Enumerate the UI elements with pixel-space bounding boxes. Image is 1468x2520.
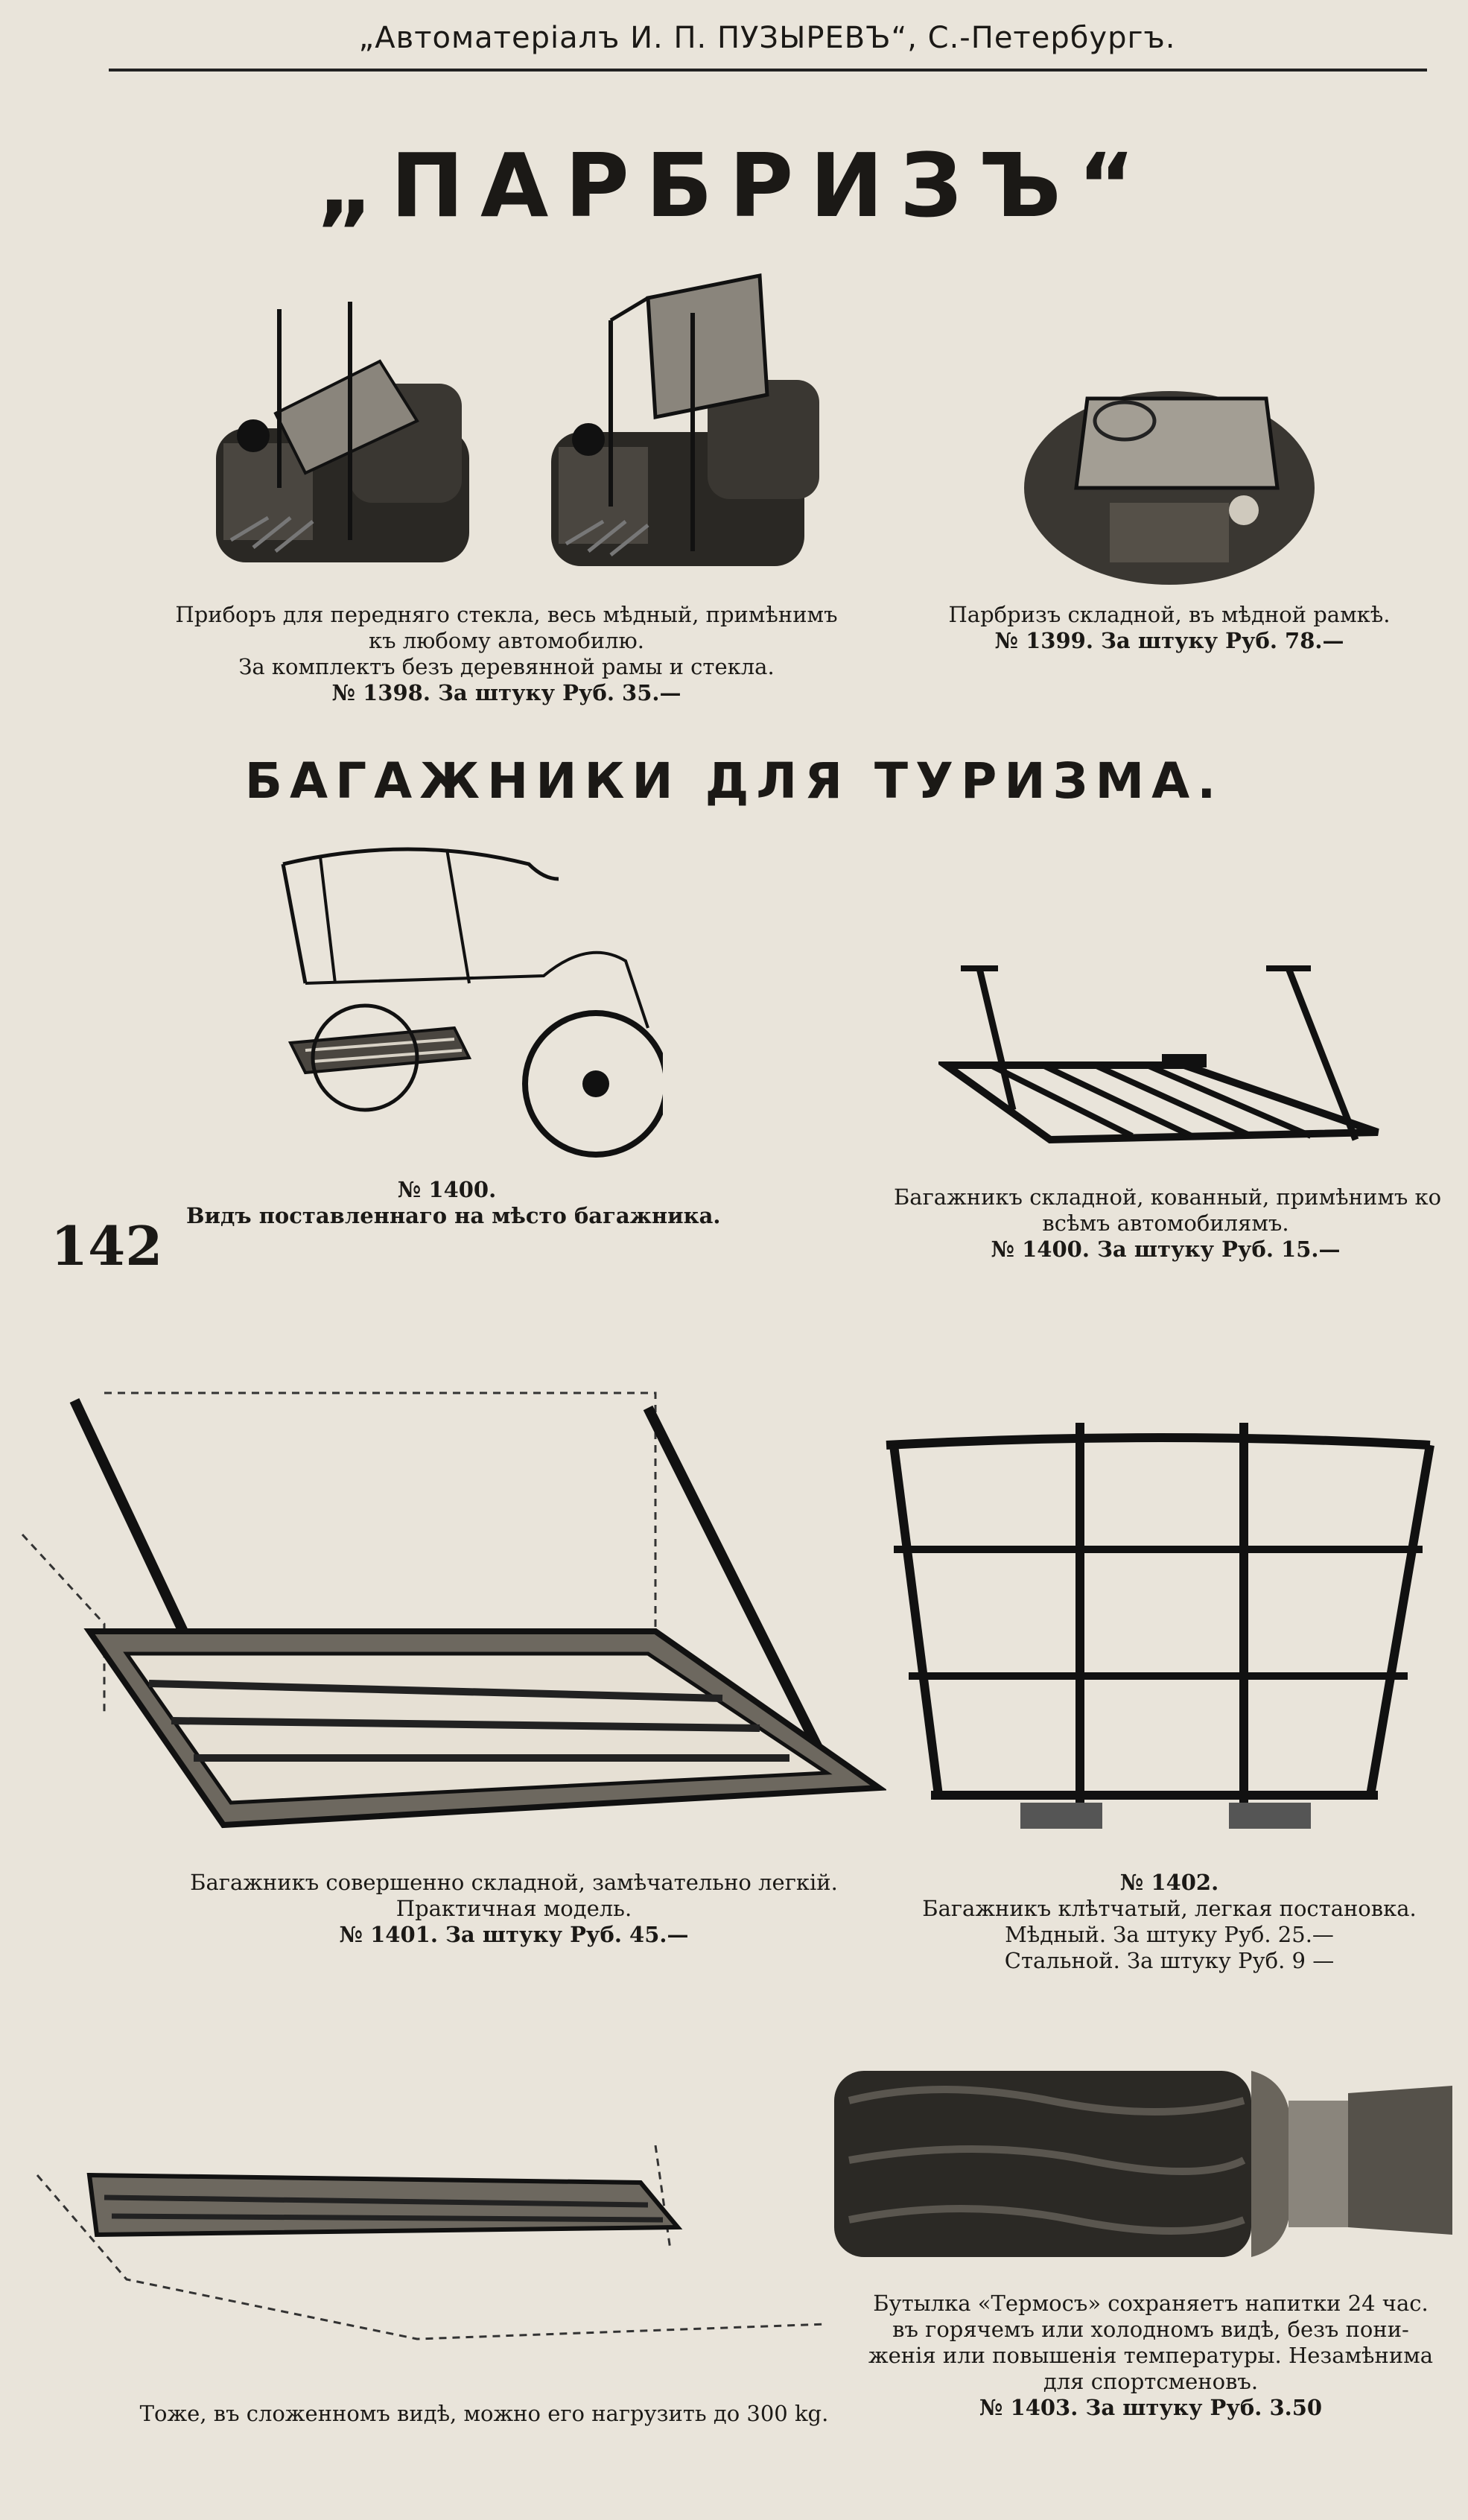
header-rule xyxy=(109,69,1427,72)
caption-line: въ горячемъ или холодномъ видѣ, безъ пон… xyxy=(892,2317,1409,2342)
price-line: № 1401. За штуку Руб. 45.— xyxy=(339,1922,689,1947)
caption-item-1399: Парбризъ складной, въ мѣдной рамкѣ. № 13… xyxy=(909,602,1430,654)
lattice-rack-illustration xyxy=(879,1415,1445,1847)
caption-item-1402: № 1402. Багажникъ клѣтчатый, легкая пост… xyxy=(916,1870,1423,1974)
price-line: № 1400. За штуку Руб. 15.— xyxy=(991,1237,1341,1262)
price-line: № 1399. За штуку Руб. 78.— xyxy=(994,628,1344,653)
windshield-fitting-illustration-lowered xyxy=(201,294,484,577)
caption-line: женія или повышенія температуры. Незамѣн… xyxy=(868,2343,1434,2368)
caption-line: всѣмъ автомобилямъ. xyxy=(1042,1210,1289,1236)
item-number: № 1400. xyxy=(397,1177,497,1202)
caption-line: Бутылка «Термосъ» сохраняетъ напитки 24 … xyxy=(873,2291,1429,2316)
caption-item-1400: Багажникъ складной, кованный, примѣнимъ … xyxy=(894,1184,1442,1263)
caption-line: Багажникъ складной, кованный, примѣнимъ … xyxy=(894,1184,1442,1210)
caption-line: для спортсменовъ. xyxy=(1043,2369,1259,2394)
fully-folding-rack-illustration xyxy=(15,1386,886,1832)
page-header: „Автоматеріалъ И. П. ПУЗЫРЕВЪ“, С.-Петер… xyxy=(358,21,1176,55)
caption-line: Багажникъ совершенно складной, замѣчател… xyxy=(190,1870,838,1895)
caption-line: Тоже, въ сложенномъ видѣ, можно его нагр… xyxy=(139,2401,829,2426)
thermos-bottle-illustration xyxy=(827,2056,1460,2272)
folded-rack-illustration xyxy=(30,2145,834,2354)
caption-line: Приборъ для передняго стекла, весь мѣдны… xyxy=(175,602,838,627)
caption-item-folded: Тоже, въ сложенномъ видѣ, можно его нагр… xyxy=(74,2401,894,2427)
caption-item-1398: Приборъ для передняго стекла, весь мѣдны… xyxy=(171,602,842,706)
caption-line: За комплектъ безъ деревянной рамы и стек… xyxy=(238,654,775,679)
caption-line: Практичная модель. xyxy=(395,1896,632,1921)
caption-line: Мѣдный. За штуку Руб. 25.— xyxy=(1005,1922,1334,1947)
forged-folding-rack-illustration xyxy=(938,961,1385,1155)
price-line: № 1403. За штуку Руб. 3.50 xyxy=(979,2395,1323,2420)
caption-line: Багажникъ клѣтчатый, легкая постановка. xyxy=(922,1896,1417,1921)
page-number: 142 xyxy=(51,1214,163,1278)
caption-line: Парбризъ складной, въ мѣдной рамкѣ. xyxy=(948,602,1391,627)
caption-line: Видъ поставленнаго на мѣсто багажника. xyxy=(186,1203,721,1228)
caption-line: къ любому автомобилю. xyxy=(368,628,645,653)
caption-line: Стальной. За штуку Руб. 9 — xyxy=(1004,1948,1335,1973)
folding-windshield-illustration xyxy=(1020,376,1318,592)
caption-item-1403: Бутылка «Термосъ» сохраняетъ напитки 24 … xyxy=(849,2291,1452,2421)
windshield-section-title: „ПАРБРИЗЪ“ xyxy=(316,134,1152,237)
price-line: № 1398. За штуку Руб. 35.— xyxy=(331,680,681,705)
luggage-rack-mounted-illustration xyxy=(276,834,663,1177)
caption-item-1400-view: № 1400. Видъ поставленнаго на мѣсто бага… xyxy=(186,1177,720,1229)
item-number: № 1402. xyxy=(1119,1870,1219,1895)
windshield-fitting-illustration-raised xyxy=(536,268,834,581)
caption-item-1401: Багажникъ совершенно складной, замѣчател… xyxy=(179,1870,849,1948)
luggage-section-title: БАГАЖНИКИ ДЛЯ ТУРИЗМА. xyxy=(244,752,1224,810)
